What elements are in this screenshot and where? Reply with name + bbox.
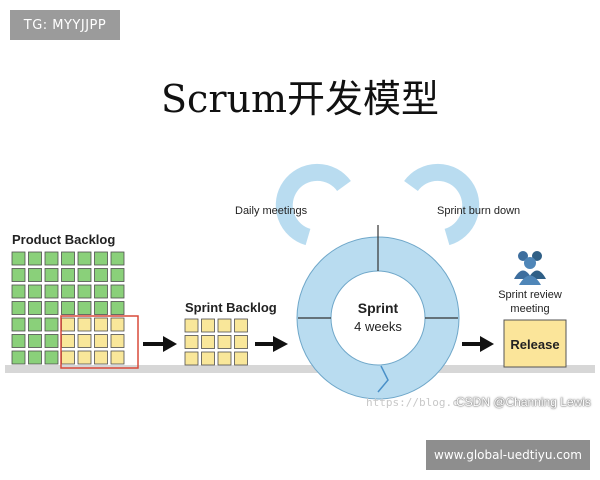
sprint-burn-down-label: Sprint burn down bbox=[437, 205, 520, 217]
sprint-backlog-item bbox=[201, 351, 215, 366]
sprint-backlog-item bbox=[184, 351, 199, 366]
sprint-backlog-item bbox=[201, 318, 215, 333]
people-icon bbox=[514, 251, 546, 285]
sprint-backlog-item bbox=[184, 318, 199, 333]
selected-backlog-item bbox=[77, 350, 92, 365]
selected-backlog-item bbox=[77, 317, 92, 332]
backlog-item bbox=[44, 334, 59, 348]
backlog-item bbox=[77, 301, 92, 315]
selected-backlog-item bbox=[77, 334, 92, 348]
selected-backlog-item bbox=[61, 334, 75, 348]
backlog-item bbox=[44, 284, 59, 299]
backlog-item bbox=[28, 301, 42, 315]
sprint-backlog-item bbox=[201, 335, 215, 349]
backlog-item bbox=[11, 317, 26, 332]
backlog-item bbox=[61, 284, 75, 299]
backlog-item bbox=[110, 284, 125, 299]
sprint-backlog-item bbox=[234, 335, 248, 349]
backlog-item bbox=[77, 251, 92, 266]
selected-backlog-item bbox=[110, 317, 125, 332]
release-box bbox=[503, 319, 567, 368]
arrow-right-icon bbox=[462, 336, 494, 352]
backlog-item bbox=[11, 301, 26, 315]
sprint-backlog-item bbox=[234, 318, 248, 333]
backlog-item bbox=[110, 251, 125, 266]
daily-meetings-label: Daily meetings bbox=[235, 205, 308, 217]
backlog-item bbox=[28, 284, 42, 299]
backlog-item bbox=[44, 317, 59, 332]
blog-watermark: https://blog.c bbox=[366, 396, 459, 409]
backlog-item bbox=[44, 268, 59, 282]
backlog-item bbox=[44, 350, 59, 365]
release-label: Release bbox=[510, 337, 559, 352]
sprint-backlog-item bbox=[217, 351, 232, 366]
selected-backlog-item bbox=[110, 334, 125, 348]
selected-backlog-item bbox=[94, 317, 108, 332]
sprint-backlog-item bbox=[217, 318, 232, 333]
sprint-duration-label: 4 weeks bbox=[354, 319, 402, 334]
backlog-item bbox=[28, 350, 42, 365]
sprint-core bbox=[330, 270, 426, 366]
daily-meetings-loop bbox=[275, 163, 351, 246]
backlog-item bbox=[11, 334, 26, 348]
product-backlog-label: Product Backlog bbox=[12, 232, 115, 247]
sprint-backlog-item bbox=[217, 335, 232, 349]
sprint-backlog-item bbox=[234, 351, 248, 366]
backlog-item bbox=[11, 350, 26, 365]
sprint-backlog-label: Sprint Backlog bbox=[185, 300, 277, 315]
selected-backlog-item bbox=[94, 350, 108, 365]
backlog-item bbox=[11, 268, 26, 282]
backlog-item bbox=[94, 268, 108, 282]
backlog-item bbox=[94, 251, 108, 266]
backlog-item bbox=[11, 251, 26, 266]
watermark-tag-top: TG: MYYJJPP bbox=[10, 10, 120, 40]
backlog-item bbox=[28, 317, 42, 332]
backlog-item bbox=[61, 251, 75, 266]
backlog-item bbox=[110, 301, 125, 315]
backlog-item bbox=[28, 268, 42, 282]
backlog-item bbox=[77, 284, 92, 299]
product-backlog-grid bbox=[11, 251, 125, 365]
backlog-item bbox=[28, 251, 42, 266]
watermark-tag-bottom: www.global-uedtiyu.com bbox=[426, 440, 590, 470]
backlog-item bbox=[61, 268, 75, 282]
selected-backlog-item bbox=[110, 350, 125, 365]
backlog-item bbox=[44, 251, 59, 266]
sprint-backlog-grid bbox=[184, 318, 248, 366]
backlog-item bbox=[44, 301, 59, 315]
selected-backlog-item bbox=[61, 317, 75, 332]
backlog-item bbox=[11, 284, 26, 299]
ground-bar bbox=[5, 365, 595, 373]
ring-flow-marker bbox=[377, 365, 389, 393]
selection-highlight bbox=[60, 315, 139, 369]
backlog-item bbox=[28, 334, 42, 348]
sprint-backlog-item bbox=[184, 335, 199, 349]
selected-backlog-item bbox=[94, 334, 108, 348]
sprint-burn-down-loop bbox=[404, 163, 480, 246]
sprint-label: Sprint bbox=[358, 300, 399, 316]
backlog-item bbox=[94, 284, 108, 299]
backlog-item bbox=[77, 268, 92, 282]
arrow-right-icon bbox=[143, 336, 177, 352]
backlog-item bbox=[61, 301, 75, 315]
backlog-item bbox=[94, 301, 108, 315]
csdn-credit: CSDN @Channing Lewis bbox=[456, 395, 591, 409]
page-title: Scrum开发模型 bbox=[161, 77, 439, 121]
meeting-label: meeting bbox=[510, 303, 549, 315]
selected-backlog-item bbox=[61, 350, 75, 365]
sprint-review-label: Sprint review bbox=[498, 289, 562, 301]
arrow-right-icon bbox=[255, 336, 288, 352]
backlog-item bbox=[110, 268, 125, 282]
